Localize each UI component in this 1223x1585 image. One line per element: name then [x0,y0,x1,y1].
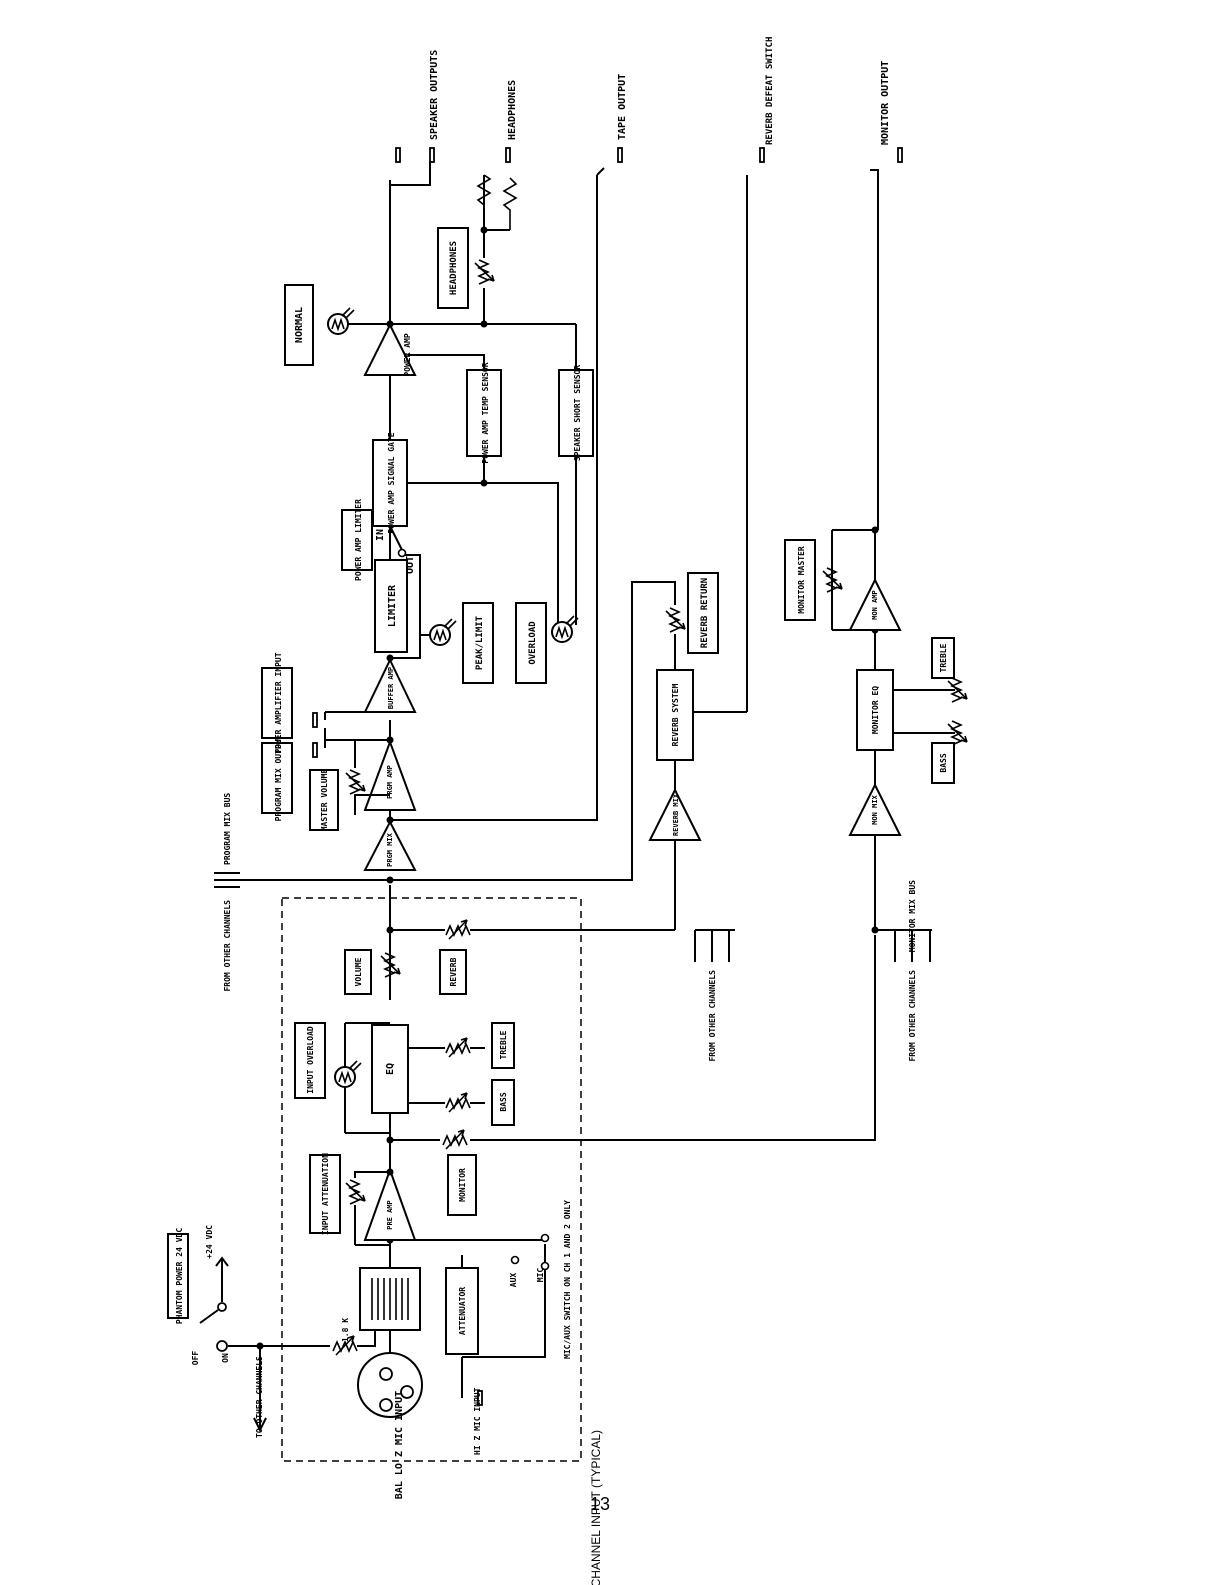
normal-label: NORMAL [294,307,305,343]
power-amp-temp-sensor-box [466,369,502,457]
power-amp-signal-gate-label: POWER AMP SIGNAL GATE [387,432,396,533]
on-label: ON [221,1353,230,1363]
bal-lo-z-mic-input-label: BAL LO Z MIC INPUT [394,1391,405,1499]
input-attenuation-label: INPUT ATTENUATION [321,1153,330,1235]
from-other-channels-label-3: FROM OTHER CHANNELS [908,970,917,1062]
reverb-return-label: REVERB RETURN [700,578,710,648]
input-overload-label: INPUT OVERLOAD [306,1026,315,1094]
reverb-system-box [656,669,694,761]
hi-z-mic-input-label: HI Z MIC INPUT [473,1387,482,1455]
to-other-channels-label: TO OTHER CHANNELS [255,1356,264,1438]
power-amplifier-input-label: POWER AMPLIFIER INPUT [274,652,283,753]
peak-limit-label: PEAK/LIMIT [475,615,485,670]
buffer-amp-triangle [363,657,417,713]
phantom-power-label: PHANTOM POWER 24 VDC [175,1228,184,1325]
power-amp-signal-gate-box [372,439,408,527]
eq-box [371,1024,409,1114]
pre-amp-triangle [363,1167,417,1241]
mic-label: MIC [536,1268,545,1283]
limiter-box [374,559,408,653]
monitor-eq-box [856,669,894,751]
bal-lo-z-mic-input [357,1352,423,1418]
prgm-amp-label: PRGM AMP [386,765,394,799]
reverb-label: REVERB [449,957,458,986]
reverb-mix-label: REVERB MIX [672,793,680,836]
volume-label: VOLUME [354,957,363,986]
from-other-channels-label-2: FROM OTHER CHANNELS [708,970,717,1062]
limiter-label: LIMITER [387,584,398,627]
in-label: IN [375,529,386,541]
master-volume-label: MASTER VOLUME [320,769,329,832]
speaker-outputs-label: SPEAKER OUTPUTS [429,50,440,140]
speaker-short-sensor-label: SPEAKER SHORT SENSOR [573,365,582,462]
monitor-master-label: MONITOR MASTER [797,546,806,614]
prgm-amp-triangle [363,739,417,811]
from-other-channels-label-1: FROM OTHER CHANNELS [223,900,232,992]
buffer-amp-label: BUFFER AMP [387,667,395,709]
monitor-mix-bus-label: MONITOR MIX BUS [908,880,917,952]
headphones-jack-label: HEADPHONES [507,80,518,140]
power-amp-triangle [363,322,417,376]
bass-monitor-label: BASS [939,753,948,772]
headphones-control-label: HEADPHONES [449,241,459,295]
prgm-mix-triangle [363,819,417,871]
mon-mix-label: MON MIX [871,794,879,824]
treble-monitor-label: TREBLE [939,643,948,672]
power-amp-temp-sensor-label: POWER AMP TEMP SENSOR [481,362,490,463]
mic-aux-note-label: MIC/AUX SWITCH ON CH 1 AND 2 ONLY [563,1200,572,1359]
out-label: OUT [405,556,416,574]
off-label: OFF [191,1351,200,1366]
pre-amp-label: PRE AMP [386,1200,394,1230]
phantom-power-box [167,1233,189,1319]
monitor-output-label: MONITOR OUTPUT [880,61,891,145]
page-number: 13 [589,1494,611,1514]
aux-label: AUX [509,1273,518,1288]
bass-label: BASS [499,1092,508,1111]
plus-24-vdc-label: +24 VDC [205,1225,214,1259]
channel-input-boundary [281,897,582,1462]
program-mix-output-label: PROGRAM MIX OUTPUT [274,734,283,821]
tape-output-label: TAPE OUTPUT [617,74,628,140]
reverb-defeat-switch-label: REVERB DEFEAT SWITCH [765,37,775,145]
reverb-system-label: REVERB SYSTEM [671,684,680,747]
monitor-label: MONITOR [458,1168,467,1202]
power-amp-limiter-label: POWER AMP LIMITER [354,499,363,581]
attenuator-label: ATTENUATOR [458,1287,467,1335]
overload-label: OVERLOAD [528,621,538,665]
program-mix-bus-label: PROGRAM MIX BUS [223,793,232,865]
prgm-mix-label: PRGM MIX [386,832,394,867]
treble-label: TREBLE [499,1030,508,1059]
resistor-1-8k-label: 1.8 K [341,1318,350,1342]
eq-label: EQ [385,1063,396,1075]
channel-input-typical-label: CHANNEL INPUT (TYPICAL) [589,1430,603,1585]
monitor-eq-label: MONITOR EQ [871,686,880,734]
mon-amp-label: MON AMP [871,590,879,620]
power-amp-label: POWER AMP [403,333,412,377]
